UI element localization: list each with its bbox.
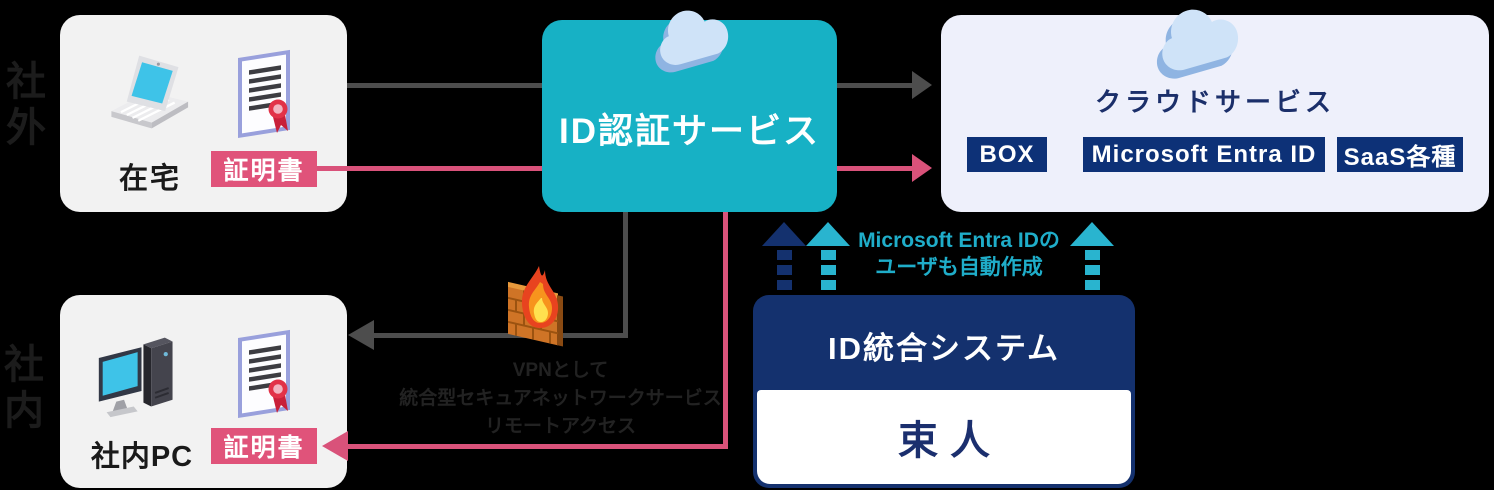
connector-auth-to-cloud-pink [837,166,912,171]
connector-auth-down-pink [723,212,728,449]
zone-label-outside: 社外 [0,60,44,152]
auth-service-title: ID認証サービス [558,112,820,151]
badge-saas: SaaS各種 [1337,137,1463,172]
entra-note-line2: ユーザも自動作成 [875,256,1043,279]
office-panel: 社内PC 証明書 [60,295,347,488]
connector-auth-down-gray [623,212,628,338]
home-certificate-badge: 証明書 [211,151,317,187]
dashed-up-arrow-icon [806,222,850,294]
connector-home-to-auth-gray [347,83,542,88]
vpn-note-line3: リモートアクセス [484,416,637,437]
certificate-icon [238,49,290,139]
product-name: 束人 [898,419,1002,463]
arrowhead-right-pink [912,154,932,182]
cloud-icon [655,10,729,73]
home-panel: 在宅 証明書 [60,15,347,212]
office-certificate-badge: 証明書 [211,428,317,464]
vpn-note-line1: VPNとして [512,360,609,381]
zone-label-inside: 社内 [0,343,42,435]
home-device-label: 在宅 [118,163,181,195]
dashed-up-arrow-icon [762,222,806,294]
arrowhead-left-pink [322,431,348,461]
cloud-icon [1157,9,1239,79]
entra-note-line1: Microsoft Entra IDの [858,229,1060,252]
vpn-note-line2: 統合型セキュアネットワークサービス [399,388,722,409]
id-integration-title: ID統合システム [827,331,1061,366]
id-integration-product-area: 束人 [757,390,1131,484]
badge-box: BOX [967,137,1047,172]
cloud-services-title: クラウドサービス [1094,87,1335,117]
dashed-up-arrow-icon [1070,222,1114,294]
arrowhead-right-gray [912,71,932,99]
desktop-pc-icon [98,337,173,418]
vpn-note: VPNとして 統合型セキュアネットワークサービス リモートアクセス [388,357,733,441]
id-integration-panel: ID統合システム 束人 [753,295,1135,488]
connector-cert-to-auth-pink [317,166,542,171]
office-device-label: 社内PC [90,441,194,473]
connector-to-office-cert-pink [348,444,728,449]
connector-auth-to-cloud-gray [837,83,912,88]
badge-microsoft-entra-id: Microsoft Entra ID [1083,137,1325,172]
certificate-icon [238,329,290,419]
arrowhead-left-gray [348,320,374,350]
firewall-icon [508,266,563,347]
entra-provisioning-note: Microsoft Entra IDの ユーザも自動作成 [845,227,1073,281]
connector-vpn-to-office-gray [374,333,628,338]
laptop-icon [111,55,189,129]
